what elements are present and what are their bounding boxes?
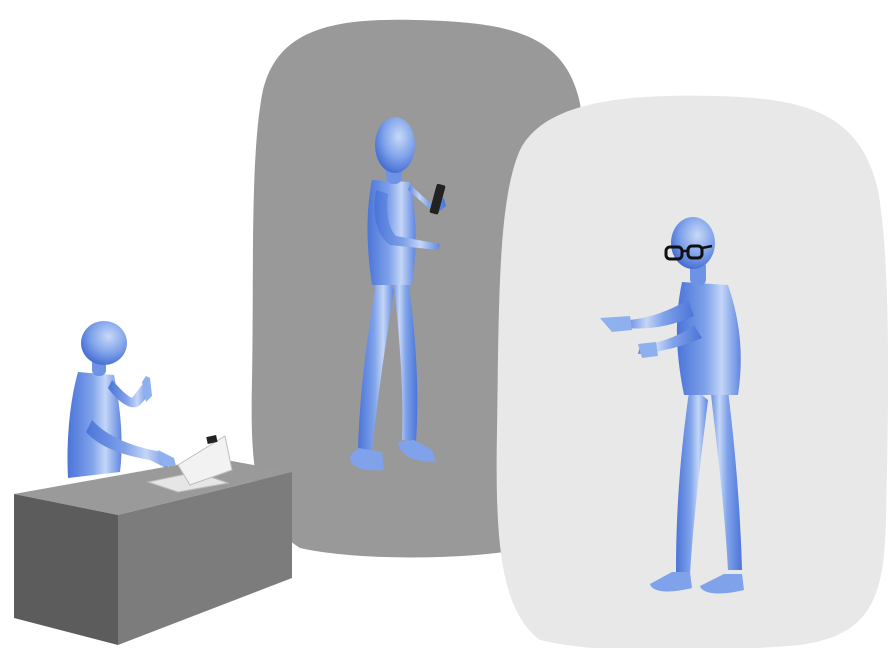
desk	[14, 458, 292, 645]
seated-figure	[67, 321, 176, 478]
